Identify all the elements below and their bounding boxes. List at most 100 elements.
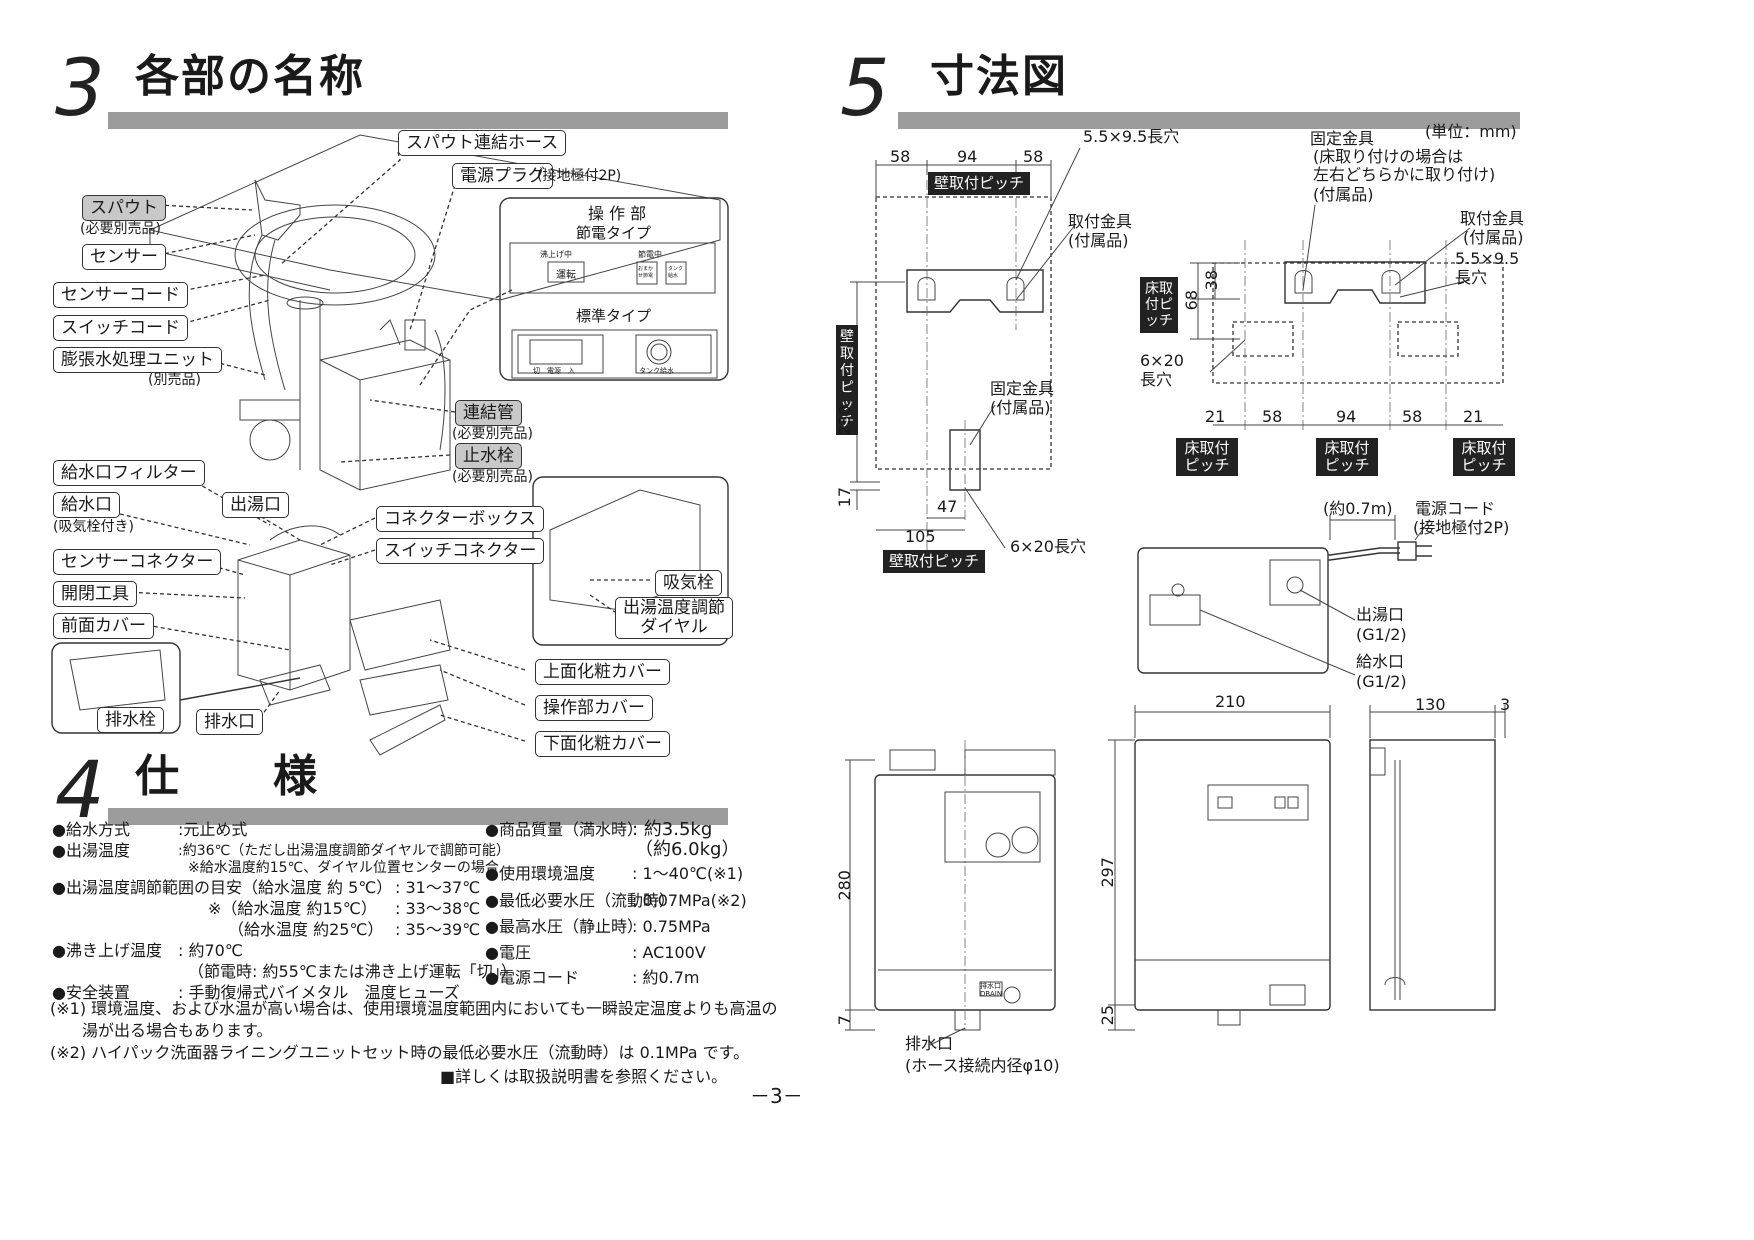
spec-right-6-value: : 約0.7m	[632, 968, 700, 987]
dim-210: 210	[1215, 692, 1246, 711]
section-4-number: 4	[55, 746, 105, 836]
spec-left-4-key: ※（給水温度 約15℃）	[208, 899, 377, 918]
panel-title: 操 作 部	[588, 204, 647, 223]
label-expansion-unit: 膨張水処理ユニット	[53, 347, 222, 373]
label-switch-cord: スイッチコード	[53, 315, 188, 341]
note-1b: 湯が出る場合もあります。	[82, 1021, 273, 1040]
label-inlet-note: (吸気栓付き)	[53, 519, 134, 535]
label-temp-dial-line1: 出湯温度調節	[623, 598, 725, 618]
dim-outlet: 出湯口	[1356, 605, 1405, 624]
spec-left-2-value: ※給水温度約15℃、ダイヤル位置センターの場合	[188, 860, 499, 876]
dim-94-a: 94	[957, 147, 978, 166]
spec-left-6-value: : 約70℃	[178, 941, 243, 960]
panel-std-tank-button: タンク給水	[639, 367, 674, 375]
spec-left-0-key: ●給水方式	[52, 820, 130, 839]
exploded-unit-illustration	[237, 525, 451, 756]
dim-17: 17	[835, 487, 854, 508]
label-open-tool: 開閉工具	[53, 581, 137, 607]
label-spout: スパウト	[82, 195, 166, 221]
panel-eco-auto-button: おまかせ節電	[638, 266, 654, 279]
panel-box	[499, 197, 729, 381]
dim-58-c: 58	[1262, 407, 1283, 426]
floor-pitch-vertical: 床取付ピッチ	[1140, 277, 1178, 333]
dim-58-b: 58	[1023, 147, 1044, 166]
label-drain: 排水口	[196, 709, 263, 735]
label-temp-dial: 出湯温度調節 ダイヤル	[615, 597, 733, 639]
dim-slot-5x9-b: 5.5×9.5	[1455, 249, 1520, 268]
label-intake-valve: 吸気栓	[655, 570, 722, 596]
spec-left-4-value: : 33～38℃	[395, 899, 481, 918]
dim-slot-6x20-a: 6×20長穴	[1010, 537, 1086, 556]
spec-left-6-key: ●沸き上げ温度	[52, 941, 162, 960]
spec-left-0-value: :元止め式	[178, 820, 248, 839]
eco-panel-frame	[509, 242, 716, 294]
label-sensor-connector: センサーコネクター	[53, 549, 222, 575]
note-3: ■詳しくは取扱説明書を参照ください。	[440, 1067, 728, 1086]
dim-94-b: 94	[1336, 407, 1357, 426]
dim-drain: 排水口	[905, 1034, 954, 1053]
panel-std-power-switch: 切 電源 入	[533, 367, 575, 375]
section-4-bar	[108, 808, 728, 825]
dim-slot-6x20-b-unit: 長穴	[1140, 370, 1173, 389]
panel-eco-title: 節電タイプ	[576, 224, 652, 242]
label-front-cover: 前面カバー	[53, 613, 154, 639]
dim-outlet-size: (G1/2)	[1356, 625, 1407, 644]
spec-left-1-key: ●出湯温度	[52, 841, 130, 860]
dim-cord-length: (約0.7m)	[1323, 499, 1393, 518]
label-inlet: 給水口	[53, 492, 120, 518]
section-5-bar	[898, 112, 1520, 129]
label-drain-valve: 排水栓	[97, 707, 164, 733]
label-switch-connector: スイッチコネクター	[376, 538, 545, 564]
dim-fix-bracket-b: 固定金具	[1310, 129, 1375, 148]
detail-box-drain	[51, 642, 181, 734]
drain-mark: 排水口 DRAIN	[980, 982, 1003, 998]
dim-fix-floor-1: (床取り付けの場合は	[1313, 147, 1464, 166]
label-power-plug: 電源プラグ	[452, 163, 553, 189]
dim-fix-floor-2: 左右どちらかに取り付け)	[1313, 165, 1496, 184]
spec-right-5-key: ●電圧	[485, 943, 531, 962]
panel-std-title: 標準タイプ	[576, 307, 652, 325]
label-stop-note: (必要別売品)	[452, 469, 533, 485]
spec-left-1-value: :約36℃（ただし出湯温度調節ダイヤルで調節可能）	[178, 843, 510, 859]
dim-21-a: 21	[1205, 407, 1226, 426]
dim-105: 105	[905, 527, 936, 546]
dim-unit: (単位：mm)	[1425, 122, 1517, 141]
floor-pitch-right: 床取付ピッチ	[1453, 438, 1515, 476]
label-spout-hose: スパウト連結ホース	[398, 130, 567, 156]
dim-230: 230	[835, 405, 854, 436]
spec-right-0-key: ●商品質量（満水時）	[485, 820, 643, 839]
label-sensor-cord: センサーコード	[53, 282, 188, 308]
spec-right-4-value: : 0.75MPa	[632, 917, 711, 936]
dim-130: 130	[1415, 695, 1446, 714]
spec-right-5-value: : AC100V	[632, 943, 706, 962]
label-temp-dial-line2: ダイヤル	[640, 617, 708, 637]
dim-58-d: 58	[1402, 407, 1423, 426]
dim-bracket-a: 取付金具	[1068, 212, 1133, 231]
dim-3: 3	[1500, 695, 1511, 714]
section-3-number: 3	[55, 44, 105, 134]
spec-left-7-value: （節電時: 約55℃または沸き上げ運転「切」）	[188, 962, 517, 981]
dim-power-cord: 電源コード	[1415, 499, 1496, 518]
dim-58-a: 58	[890, 147, 911, 166]
label-sensor: センサー	[82, 244, 166, 270]
spec-right-0-value: : 約3.5kg	[632, 819, 713, 840]
label-top-cover: 上面化粧カバー	[535, 659, 670, 685]
dim-power-cord-note: (接地極付2P)	[1413, 518, 1510, 537]
dim-slot-top: 5.5×9.5長穴	[1083, 127, 1180, 146]
spec-right-2-key: ●使用環境温度	[485, 864, 595, 883]
floor-bracket-drawing	[1190, 204, 1504, 430]
dim-38: 38	[1202, 270, 1221, 291]
section-3-bar	[108, 112, 728, 129]
dim-bracket-b: 取付金具	[1460, 209, 1525, 228]
section-4-title: 仕 様	[135, 751, 319, 802]
panel-eco-indicator: 沸上げ中	[540, 250, 572, 259]
dim-bracket-b-note: (付属品)	[1463, 228, 1524, 247]
dim-slot-6x20-b: 6×20	[1140, 351, 1184, 370]
label-stop-valve: 止水栓	[455, 443, 522, 469]
spec-right-3-value: : 0.07MPa(※2)	[632, 891, 747, 910]
label-outlet: 出湯口	[222, 492, 289, 518]
section-5-number: 5	[840, 44, 890, 134]
section-5-title: 寸法図	[930, 51, 1068, 102]
dim-280: 280	[835, 870, 854, 901]
wall-pitch-top: 壁取付ピッチ	[928, 172, 1031, 195]
